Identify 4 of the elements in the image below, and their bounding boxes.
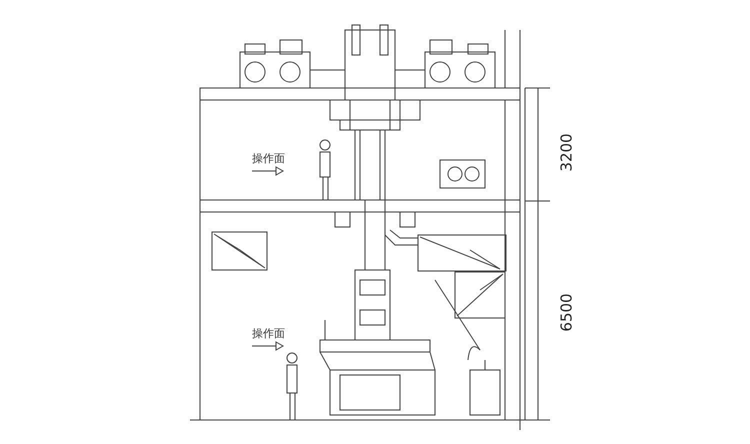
dimension-text: 6500 — [560, 293, 575, 332]
dimension-text: 3200 — [560, 133, 575, 172]
side-label: 操作面 — [252, 328, 285, 339]
side-label: 操作面 — [252, 153, 285, 164]
